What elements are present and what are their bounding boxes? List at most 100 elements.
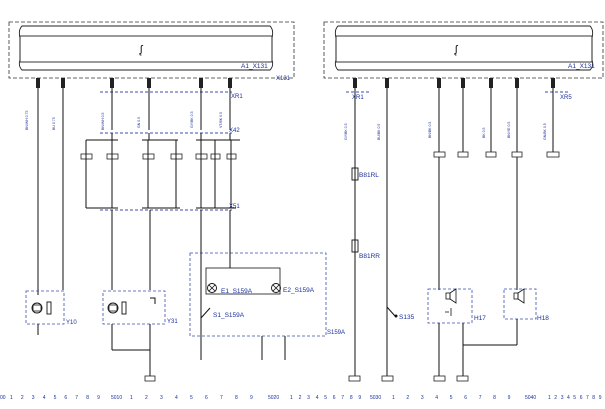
footer-digit: 6 <box>64 395 67 401</box>
b81rl-label: B81RL <box>359 172 379 179</box>
footer-digit: 6 <box>464 395 467 401</box>
h18-label: H18 <box>537 315 549 322</box>
footer-digit: 8 <box>235 395 238 401</box>
svg-text:BN/BK 0.5: BN/BK 0.5 <box>428 122 432 138</box>
footer-digit: 4 <box>316 395 319 401</box>
footer-5020: 5020 <box>268 395 279 401</box>
footer-digit: 8 <box>493 395 496 401</box>
footer-start: 00 <box>0 395 6 401</box>
ecu-right-symbol: ᶘ <box>454 44 459 56</box>
footer-digit: 5 <box>324 395 327 401</box>
h17-label: H17 <box>474 315 486 322</box>
footer-digit: 9 <box>358 395 361 401</box>
footer-digit: 6 <box>333 395 336 401</box>
component-b81rr: B81RR <box>351 239 380 260</box>
x51-label: X51 <box>229 204 240 210</box>
footer-scale: 00 5010 5020 5030 5040 <box>0 395 536 401</box>
splice-row-top <box>80 133 240 208</box>
component-s159a: E1_S159A E2_S159A S1_S159A S159A <box>189 250 345 360</box>
footer-digit: 7 <box>341 395 344 401</box>
footer-digit: 9 <box>97 395 100 401</box>
component-b81rl: B81RL <box>351 167 379 181</box>
svg-text:GY/BK 0.5: GY/BK 0.5 <box>344 123 348 140</box>
svg-text:GN 0.5: GN 0.5 <box>137 117 141 128</box>
s135-label: S135 <box>399 314 415 321</box>
footer-digit: 7 <box>75 395 78 401</box>
ecu-right-pins <box>353 78 555 88</box>
y10-label: Y10 <box>66 320 77 326</box>
footer-digit: 7 <box>220 395 223 401</box>
footer-digit: 2 <box>406 395 409 401</box>
footer-digit: 4 <box>567 395 570 401</box>
component-y31: Y31 <box>102 290 178 325</box>
footer-digit: 1 <box>548 395 551 401</box>
footer-digit: 4 <box>43 395 46 401</box>
footer-digit: 4 <box>435 395 438 401</box>
xr1-left-label: XR1 <box>231 94 243 100</box>
footer-digit: 3 <box>421 395 424 401</box>
footer-digit: 2 <box>21 395 24 401</box>
footer-digit: 8 <box>86 395 89 401</box>
footer-digit: 7 <box>479 395 482 401</box>
svg-text:VT/BK 0.5: VT/BK 0.5 <box>219 112 223 128</box>
svg-text:BU 0.75: BU 0.75 <box>52 117 56 130</box>
footer-digit: 5 <box>573 395 576 401</box>
footer-digit: 9 <box>250 395 253 401</box>
y31-label: Y31 <box>167 319 178 325</box>
footer-digit: 8 <box>592 395 595 401</box>
footer-digit: 3 <box>561 395 564 401</box>
e2-label: E2_S159A <box>283 287 315 294</box>
footer-digit: 9 <box>508 395 511 401</box>
svg-text:GY/BK 0.5: GY/BK 0.5 <box>190 111 194 128</box>
footer-digit: 1 <box>130 395 133 401</box>
footer-digit: 3 <box>32 395 35 401</box>
ecu-left-connector: X131 <box>276 76 291 82</box>
footer-digit: 9 <box>599 395 602 401</box>
xr5-label: XR5 <box>560 95 572 101</box>
ecu-right-label: A1_X131 <box>568 63 595 70</box>
footer-digit: 1 <box>290 395 293 401</box>
footer-digit: 1 <box>392 395 395 401</box>
b81rr-label: B81RR <box>359 253 380 260</box>
component-s135: S135 <box>386 306 415 321</box>
footer-5030: 5030 <box>370 395 381 401</box>
svg-text:BN/WH 0.5: BN/WH 0.5 <box>101 112 105 130</box>
footer-digit: 3 <box>307 395 310 401</box>
footer-digit: 6 <box>580 395 583 401</box>
svg-text:BK 0.5: BK 0.5 <box>482 127 486 138</box>
svg-text:GN/BK 0.5: GN/BK 0.5 <box>543 123 547 140</box>
footer-digit: 6 <box>205 395 208 401</box>
footer-digit: 4 <box>175 395 178 401</box>
component-y10: Y10 <box>25 290 77 326</box>
footer-digit: 3 <box>160 395 163 401</box>
footer-digit: 2 <box>554 395 557 401</box>
footer-digit: 2 <box>145 395 148 401</box>
component-h17: H17 <box>427 288 486 324</box>
footer-digit: 7 <box>586 395 589 401</box>
ecu-right: ᶘ A1_X131 <box>323 21 604 79</box>
footer-digit: 2 <box>299 395 302 401</box>
footer-5010: 5010 <box>111 395 122 401</box>
footer-digit: 5 <box>54 395 57 401</box>
e1-label: E1_S159A <box>221 288 253 295</box>
footer-digit: 5 <box>190 395 193 401</box>
component-h18: H18 <box>503 288 549 322</box>
ecu-left: ᶘ A1_X131 X131 <box>8 21 295 82</box>
svg-text:BN/YE 0.5: BN/YE 0.5 <box>507 122 511 138</box>
svg-text:BN/WH 0.75: BN/WH 0.75 <box>25 110 29 130</box>
footer-digit: 5 <box>450 395 453 401</box>
svg-text:BU/BK 0.5: BU/BK 0.5 <box>377 124 381 140</box>
footer-digit: 8 <box>350 395 353 401</box>
x42-label: X42 <box>229 128 240 134</box>
footer-5040: 5040 <box>525 395 536 401</box>
xr1-right-label: XR1 <box>352 95 364 101</box>
ecu-left-label: A1_X131 <box>241 63 268 70</box>
ecu-left-pins <box>36 78 232 88</box>
s159a-label: S159A <box>327 330 345 336</box>
footer-digit: 1 <box>10 395 13 401</box>
ecu-left-symbol: ᶘ <box>139 44 144 56</box>
s1-label: S1_S159A <box>213 312 245 319</box>
